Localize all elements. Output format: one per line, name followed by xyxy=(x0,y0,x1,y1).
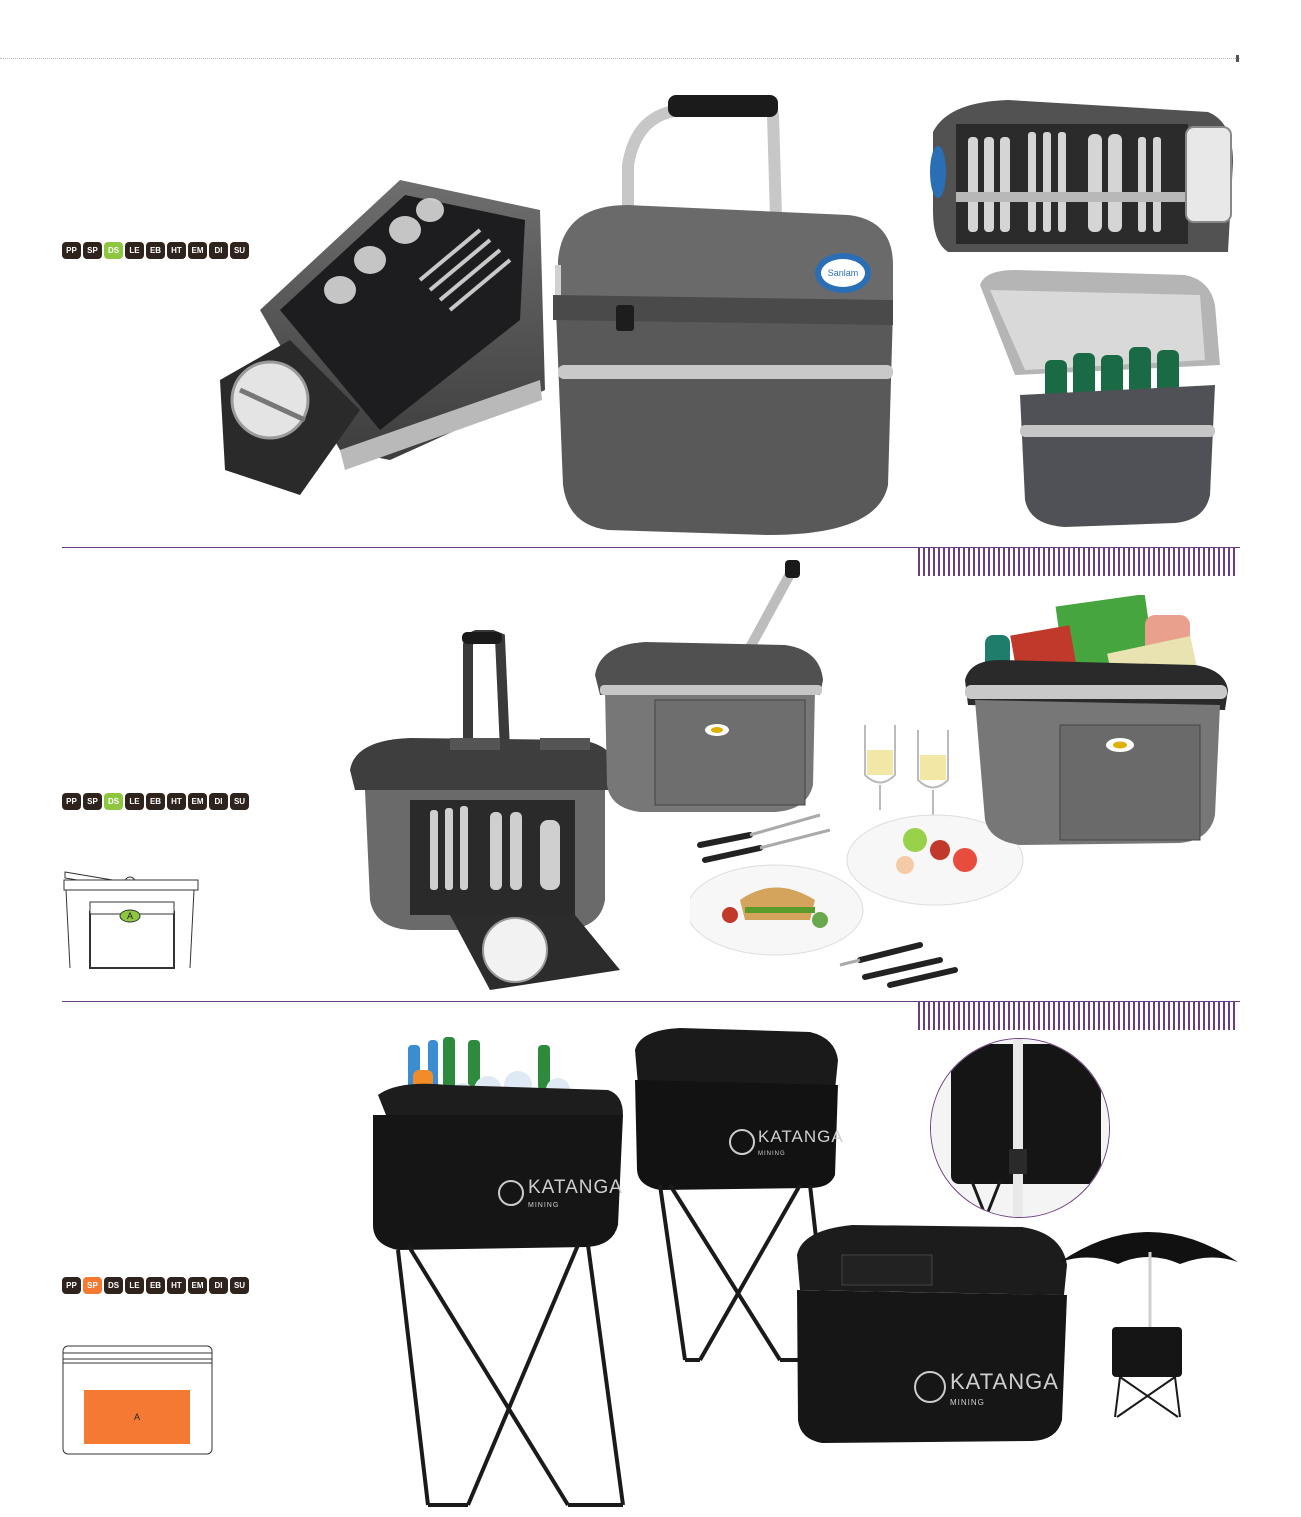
section-divider-1 xyxy=(62,547,1240,548)
katanga-logo: KATANGA xyxy=(528,1177,623,1198)
badge-ht: HT xyxy=(167,242,186,259)
badge-em: EM xyxy=(188,793,207,810)
katanga-logo: KATANGA xyxy=(758,1127,844,1146)
decoration-badges-1: PP SP DS LE EB HT EM DI SU xyxy=(62,242,249,259)
badge-em: EM xyxy=(188,242,207,259)
badge-le: LE xyxy=(125,242,144,259)
cooler-basket-closed-image: Sanlam xyxy=(548,95,900,535)
katanga-mining: MINING xyxy=(528,1202,559,1209)
badge-eb: EB xyxy=(146,793,165,810)
cooler-stand-drinks-image: KATANGA MINING xyxy=(368,1035,630,1513)
badge-le: LE xyxy=(125,1277,144,1294)
badge-su: SU xyxy=(230,242,249,259)
badge-di: DI xyxy=(209,1277,228,1294)
decoration-badges-2: PP SP DS LE EB HT EM DI SU xyxy=(62,793,249,810)
badge-ht: HT xyxy=(167,793,186,810)
basket-closed-handle-image xyxy=(595,560,825,815)
katanga-mining: MINING xyxy=(950,1398,985,1407)
badge-di: DI xyxy=(209,242,228,259)
section-stripes-1 xyxy=(918,548,1239,576)
picnic-basket-open-image xyxy=(220,150,550,505)
decoration-badges-3: PP SP DS LE EB HT EM DI SU xyxy=(62,1277,249,1294)
badge-ht: HT xyxy=(167,1277,186,1294)
badge-pp: PP xyxy=(62,1277,81,1294)
katanga-logo: KATANGA xyxy=(950,1369,1059,1394)
badge-ds: DS xyxy=(104,793,123,810)
umbrella-holder-closeup-image xyxy=(930,1038,1110,1218)
section-stripes-2 xyxy=(918,1002,1239,1030)
badge-ds: DS xyxy=(104,1277,123,1294)
badge-sp: SP xyxy=(83,793,102,810)
sanlam-logo: Sanlam xyxy=(828,268,859,278)
area-label-a: A xyxy=(134,1412,140,1422)
badge-ds: DS xyxy=(104,242,123,259)
badge-su: SU xyxy=(230,1277,249,1294)
badge-sp: SP xyxy=(83,1277,102,1294)
area-label-a: A xyxy=(127,911,133,921)
badge-eb: EB xyxy=(146,1277,165,1294)
top-dotted-rule xyxy=(0,58,1240,59)
branding-area-diagram-3: A xyxy=(62,1345,214,1457)
katanga-mining: MINING xyxy=(758,1151,786,1157)
basket-lid-cutlery-image xyxy=(928,92,1240,260)
badge-le: LE xyxy=(125,793,144,810)
badge-eb: EB xyxy=(146,242,165,259)
cooler-bottles-image xyxy=(975,265,1223,527)
trolley-cooler-open-image xyxy=(350,630,620,990)
branding-area-diagram-2: A xyxy=(62,862,202,970)
badge-pp: PP xyxy=(62,242,81,259)
food-and-glasses-image xyxy=(690,715,1035,990)
cooler-stand-closed-image: KATANGA MINING xyxy=(630,1020,845,1368)
large-cooler-bag-image: KATANGA MINING xyxy=(792,1215,1072,1443)
page-marker xyxy=(1236,55,1239,62)
badge-di: DI xyxy=(209,793,228,810)
badge-em: EM xyxy=(188,1277,207,1294)
basket-groceries-image xyxy=(960,595,1232,847)
badge-pp: PP xyxy=(62,793,81,810)
badge-sp: SP xyxy=(83,242,102,259)
section-divider-2 xyxy=(62,1001,1240,1002)
badge-su: SU xyxy=(230,793,249,810)
umbrella-cooler-stand-image xyxy=(1060,1222,1238,1422)
